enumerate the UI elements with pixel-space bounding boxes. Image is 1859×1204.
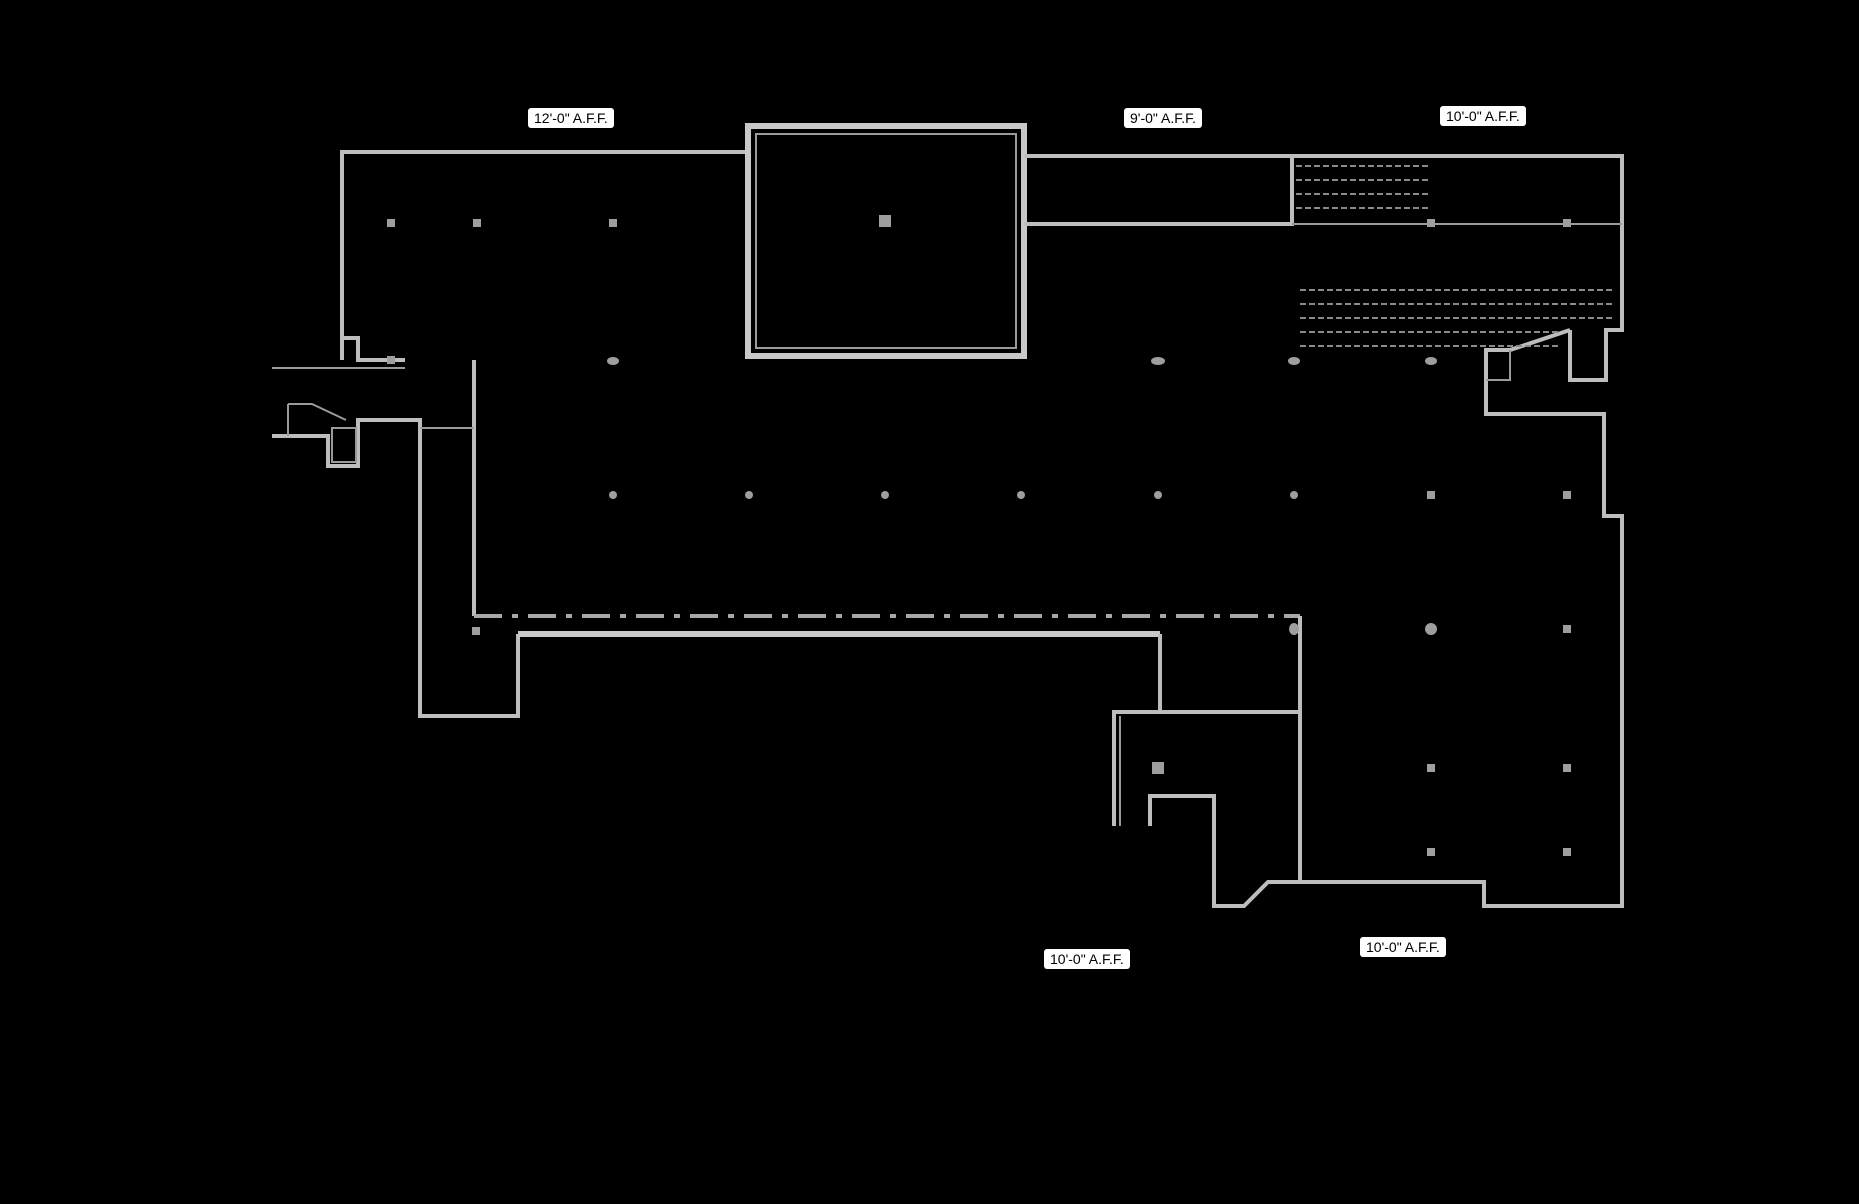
wall-right-notch xyxy=(1300,328,1624,908)
ceiling-height-label-bottom-right: 10'-0" A.F.F. xyxy=(1360,937,1446,957)
hatched-area xyxy=(1296,165,1612,347)
room-central-inner xyxy=(755,133,1017,349)
ceiling-height-label-top-center: 9'-0" A.F.F. xyxy=(1124,108,1203,128)
wall-notch-inner xyxy=(1486,350,1511,381)
wall-entry-vestibule xyxy=(272,418,520,718)
wall-small-room xyxy=(1148,710,1302,908)
wall-top-left-stub xyxy=(342,336,405,362)
wall-top-right-wing xyxy=(1292,154,1624,382)
entry-closet xyxy=(331,427,357,463)
wall-lower-room xyxy=(1112,634,1162,826)
columns xyxy=(387,215,1571,856)
wall-entry-inner xyxy=(288,403,347,421)
ceiling-height-label-top-right: 10'-0" A.F.F. xyxy=(1440,106,1526,126)
wall-top-corridor xyxy=(1024,154,1294,226)
room-central-raised xyxy=(745,123,1027,359)
ceiling-height-label-top-left: 12'-0" A.F.F. xyxy=(528,108,614,128)
wall-top-left-wing xyxy=(340,150,748,360)
ceiling-height-label-bottom-center: 10'-0" A.F.F. xyxy=(1044,949,1130,969)
